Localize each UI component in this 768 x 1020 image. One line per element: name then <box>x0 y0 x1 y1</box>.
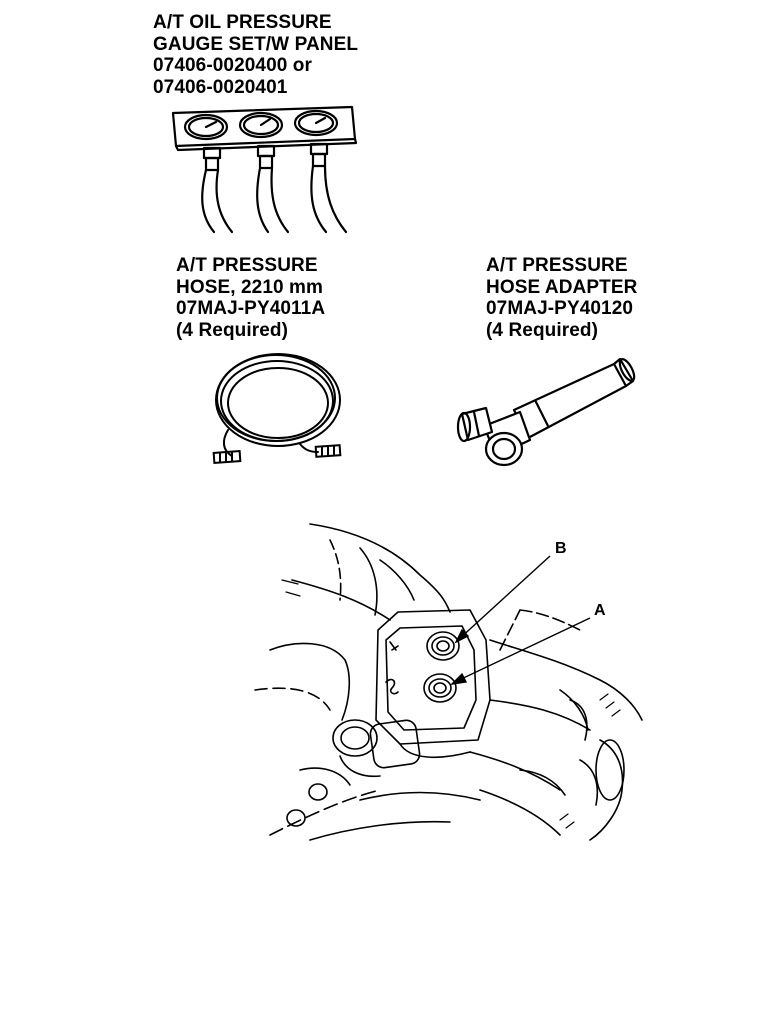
hose-adapter-line-2: HOSE ADAPTER <box>486 276 638 298</box>
pressure-hose-line-2: HOSE, 2210 mm <box>176 276 324 298</box>
hose-adapter-line-3: 07MAJ-PY40120 <box>486 298 634 319</box>
hose-adapter-illustration <box>456 357 636 467</box>
pressure-hose-label: A/T PRESSURE HOSE, 2210 mm 07MAJ-PY4011A… <box>176 255 325 341</box>
hose-adapter-line-1: A/T PRESSURE <box>486 255 628 276</box>
leader-arrow-b <box>454 628 470 644</box>
hose-adapter-line-4: (4 Required) <box>486 319 599 341</box>
gauge-set-line-1: A/T OIL PRESSURE <box>153 12 332 33</box>
callout-a-label: A <box>594 602 606 619</box>
pressure-hose-line-3: 07MAJ-PY4011A <box>176 298 326 319</box>
callout-b-label: B <box>555 540 567 557</box>
transmission-case-illustration <box>254 523 643 841</box>
hose-adapter-label: A/T PRESSURE HOSE ADAPTER 07MAJ-PY40120 … <box>486 255 637 341</box>
callout-leaders <box>450 555 591 685</box>
pressure-hose-illustration <box>212 353 342 464</box>
gauge-set-line-2: GAUGE SET/W PANEL <box>153 33 359 55</box>
leader-line-a <box>454 617 591 683</box>
gauge-set-line-3: 07406-0020400 or <box>153 55 313 76</box>
gauge-set-line-4: 07406-0020401 <box>153 76 288 98</box>
leader-arrow-a <box>450 672 468 685</box>
gauge-set-illustration <box>171 105 358 234</box>
leader-line-b <box>457 555 551 641</box>
pressure-hose-line-4: (4 Required) <box>176 319 289 341</box>
pressure-hose-line-1: A/T PRESSURE <box>176 255 318 276</box>
gauge-set-label: A/T OIL PRESSURE GAUGE SET/W PANEL 07406… <box>153 12 358 98</box>
